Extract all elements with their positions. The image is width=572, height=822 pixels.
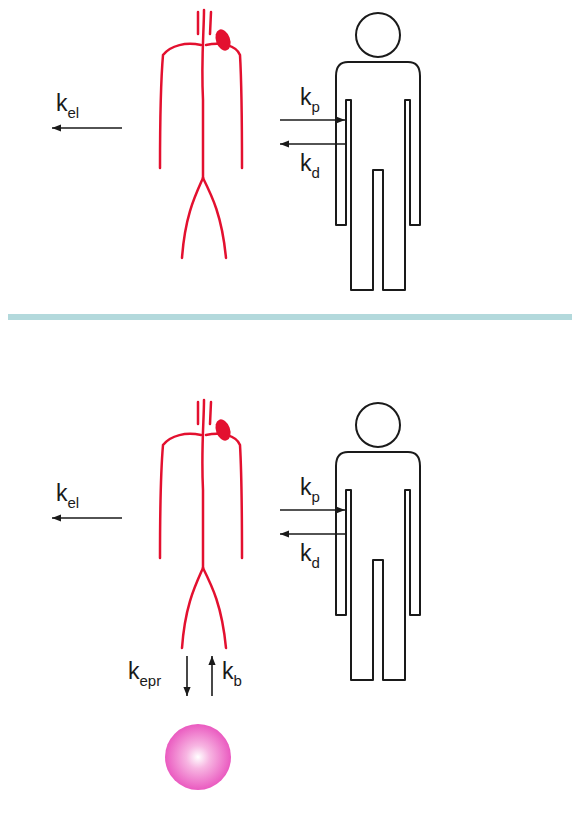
subscript: p: [312, 488, 320, 505]
subscript: d: [312, 164, 320, 181]
distribution-arrow: [280, 119, 345, 121]
subscript: d: [312, 554, 320, 571]
body-figure: [336, 403, 420, 680]
symbol: k: [56, 90, 68, 116]
rate-constant-label: kb: [222, 660, 242, 683]
subscript: epr: [140, 672, 162, 689]
symbol: k: [222, 658, 234, 684]
backflow-arrow: [211, 656, 213, 696]
symbol: k: [56, 480, 68, 506]
symbol: k: [300, 540, 312, 566]
subscript: el: [68, 104, 80, 121]
rate-constant-label: kd: [300, 152, 320, 175]
separator: [8, 314, 572, 320]
rate-constant-label: kd: [300, 542, 320, 565]
rate-constant-label: kel: [56, 92, 79, 115]
epr-arrow: [186, 656, 188, 696]
subscript: p: [312, 98, 320, 115]
symbol: k: [300, 84, 312, 110]
vasculature: [160, 10, 242, 258]
redistribution-arrow: [280, 533, 345, 535]
symbol: k: [128, 658, 140, 684]
elimination-arrow: [52, 517, 122, 519]
tumor-sphere: [165, 724, 231, 790]
rate-constant-label: kp: [300, 86, 320, 109]
elimination-arrow: [52, 127, 122, 129]
symbol: k: [300, 474, 312, 500]
subscript: el: [68, 494, 80, 511]
redistribution-arrow: [280, 143, 345, 145]
rate-constant-label: kepr: [128, 660, 161, 683]
vasculature: [160, 400, 242, 648]
body-figure: [336, 13, 420, 290]
distribution-arrow: [280, 509, 345, 511]
subscript: b: [234, 672, 242, 689]
symbol: k: [300, 150, 312, 176]
rate-constant-label: kel: [56, 482, 79, 505]
rate-constant-label: kp: [300, 476, 320, 499]
